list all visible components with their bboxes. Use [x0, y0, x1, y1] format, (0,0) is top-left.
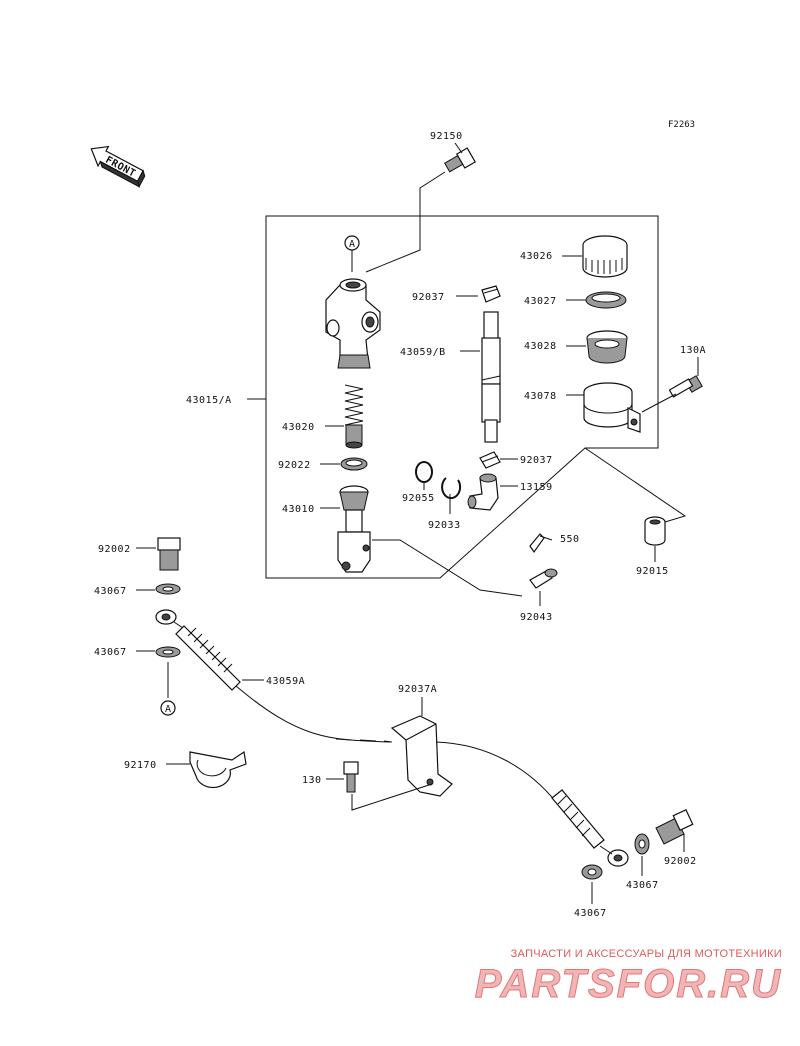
label-92037a: 92037A [398, 684, 437, 695]
washer-43067-upper [155, 583, 181, 595]
label-43059b: 43059/B [400, 347, 446, 358]
label-43010: 43010 [282, 504, 315, 515]
elbow-13159 [467, 473, 499, 511]
label-43015a: 43015/A [186, 395, 232, 406]
label-92022: 92022 [278, 460, 311, 471]
circlip-92033 [441, 477, 462, 500]
label-550: 550 [560, 534, 580, 545]
label-43027: 43027 [524, 296, 557, 307]
label-43020: 43020 [282, 422, 315, 433]
clamp-92170 [189, 750, 247, 789]
banjo-bolt-92002-left [157, 537, 181, 571]
label-43067-a: 43067 [94, 586, 127, 597]
figure-code: F2263 [668, 120, 696, 130]
assembly-outline [265, 215, 659, 579]
bolt-92150 [444, 147, 477, 173]
label-43078: 43078 [524, 391, 557, 402]
reservoir-cap-43026 [582, 235, 628, 278]
clamp-92037-bottom [479, 451, 501, 469]
svg-text:A: A [165, 704, 172, 715]
label-92002-right: 92002 [664, 856, 697, 867]
ring-92022 [340, 457, 368, 471]
collar-92015 [644, 516, 666, 546]
label-43059a: 43059A [266, 676, 305, 687]
label-92037-bottom: 92037 [520, 455, 553, 466]
label-92055: 92055 [402, 493, 435, 504]
oring-92055 [415, 461, 433, 483]
hose-lower-fitting [551, 789, 629, 867]
label-92170: 92170 [124, 760, 157, 771]
reservoir-43078 [583, 382, 641, 433]
watermark-brand: PARTSFOR.RU [474, 962, 782, 1007]
label-130: 130 [302, 775, 322, 786]
ref-marker-a-bottom: A [160, 700, 176, 716]
cotter-pin-550 [529, 533, 553, 554]
label-43067-d: 43067 [574, 908, 607, 919]
bolt-130a [668, 375, 703, 398]
washer-43067-lower [155, 646, 181, 658]
ref-marker-a-top: A [344, 235, 360, 251]
label-92002-left: 92002 [98, 544, 131, 555]
front-arrow-icon: FRONT [90, 145, 146, 189]
bracket-92037a [390, 715, 453, 797]
plate-43027 [585, 291, 627, 309]
label-92015: 92015 [636, 566, 669, 577]
washer-43067-right-upper [634, 833, 650, 855]
label-43067-c: 43067 [626, 880, 659, 891]
label-92033: 92033 [428, 520, 461, 531]
label-43026: 43026 [520, 251, 553, 262]
watermark-tagline: ЗАПЧАСТИ И АКСЕССУАРЫ ДЛЯ МОТОТЕХНИКИ [510, 948, 782, 960]
label-130a: 130A [680, 345, 706, 356]
label-43067-b: 43067 [94, 647, 127, 658]
svg-text:A: A [349, 239, 356, 250]
diaphragm-43028 [586, 330, 628, 364]
banjo-bolt-92002-right [655, 808, 694, 845]
label-43028: 43028 [524, 341, 557, 352]
pin-92043 [529, 568, 558, 589]
label-92037-top: 92037 [412, 292, 445, 303]
label-13159: 13159 [520, 482, 553, 493]
spring-43020 [344, 384, 364, 449]
label-92043: 92043 [520, 612, 553, 623]
pushrod-43010 [337, 485, 371, 573]
bolt-130 [343, 761, 359, 793]
master-cylinder-body [325, 278, 381, 369]
washer-43067-right-lower [581, 864, 603, 880]
hose-43059a [155, 609, 391, 743]
clamp-92037-top [481, 285, 501, 303]
hose-43059b [481, 311, 501, 443]
label-92150: 92150 [430, 131, 463, 142]
